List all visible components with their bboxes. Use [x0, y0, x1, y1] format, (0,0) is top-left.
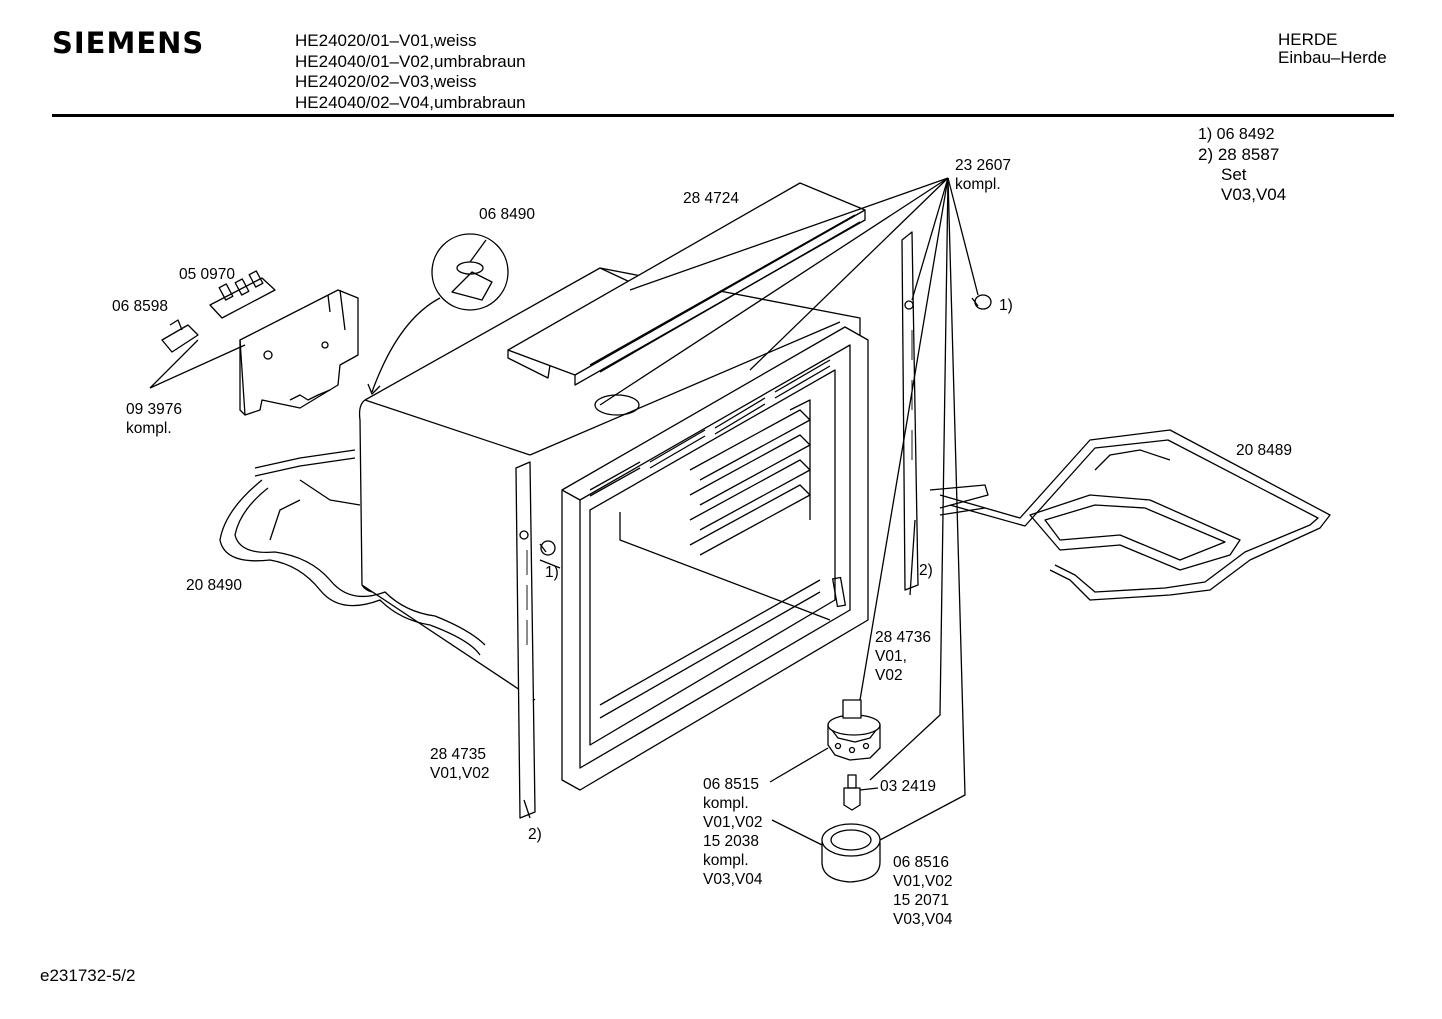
part-variant: V02 [875, 667, 903, 684]
brand-logo: SIEMENS [52, 26, 205, 60]
part-label-068516: 06 8516 V01,V02 15 2071 V03,V04 [893, 853, 952, 929]
part-number: 06 8516 [893, 854, 950, 871]
model-line: HE24040/02–V04,umbrabraun [295, 92, 526, 112]
ref-label-2-left: 2) [528, 826, 542, 843]
part-label-068515: 06 8515 kompl. V01,V02 15 2038 kompl. V0… [703, 775, 762, 889]
model-line: HE24020/01–V01,weiss [295, 31, 477, 50]
part-label-232607: 23 2607 kompl. [955, 156, 1011, 194]
category-title: HERDE [1278, 30, 1338, 49]
footnotes: 1) 06 8492 2) 28 8587 Set V03,V04 [1198, 125, 1286, 205]
ref-label-1-top: 1) [999, 297, 1013, 314]
part-label-093976: 09 3976 kompl. [126, 400, 182, 438]
control-bracket [239, 289, 359, 416]
category-block: HERDE Einbau–Herde [1278, 31, 1387, 67]
model-list: HE24020/01–V01,weiss HE24040/01–V02,umbr… [295, 31, 526, 113]
part-variant: V03,V04 [893, 911, 953, 928]
connector-part [161, 319, 199, 353]
lamp-socket [769, 699, 881, 783]
switch-part [209, 270, 276, 319]
part-label-208490: 20 8490 [186, 577, 243, 594]
part-number: 09 3976 [126, 401, 183, 418]
ref-label-1-left: 1) [545, 564, 559, 581]
screw-left [539, 540, 556, 556]
front-frame [561, 326, 869, 791]
part-label-068490: 06 8490 [479, 206, 536, 223]
screw-top [971, 294, 992, 310]
header-divider [52, 114, 1394, 117]
part-variant: V01,V02 [703, 814, 763, 831]
part-variant: V01, [875, 648, 907, 665]
footnote-1: 1) 06 8492 [1198, 126, 1275, 143]
part-variant: V01,V02 [430, 765, 490, 782]
oven-muffle [358, 267, 861, 701]
drawing-code: e231732-5/2 [40, 966, 136, 985]
part-note: kompl. [126, 420, 172, 437]
footnote-2-variants: V03,V04 [1221, 185, 1287, 204]
part-variant: V03,V04 [703, 871, 763, 888]
footnote-2-set: Set [1221, 165, 1247, 184]
part-note: kompl. [703, 795, 749, 812]
part-number: 15 2071 [893, 892, 950, 909]
rack-guides [689, 399, 811, 556]
part-variant: V01,V02 [893, 873, 953, 890]
part-label-284736: 28 4736 V01, V02 [875, 628, 931, 685]
part-label-032419: 03 2419 [880, 778, 937, 795]
part-number: 28 4735 [430, 746, 487, 763]
part-number: 23 2607 [955, 157, 1012, 174]
part-number: 28 4736 [875, 629, 932, 646]
top-cover-plate [507, 182, 866, 386]
lamp-glass [771, 819, 881, 883]
side-strip-right [901, 231, 919, 591]
lamp-bulb [843, 774, 879, 811]
part-number: 06 8515 [703, 776, 760, 793]
part-note: kompl. [703, 852, 749, 869]
part-label-208489: 20 8489 [1236, 442, 1293, 459]
part-number: 15 2038 [703, 833, 760, 850]
model-line: HE24020/02–V03,weiss [295, 72, 477, 91]
footnote-2: 2) 28 8587 [1198, 145, 1280, 164]
part-label-284735: 28 4735 V01,V02 [430, 745, 489, 783]
part-label-068598: 06 8598 [112, 298, 169, 315]
side-strip-left [515, 461, 536, 819]
upper-heating-element [929, 429, 1331, 601]
category-subtitle: Einbau–Herde [1278, 48, 1387, 67]
thermostat-detail [367, 233, 509, 395]
part-label-050970: 05 0970 [179, 266, 236, 283]
lower-heating-element [219, 449, 486, 656]
leader-lines-232607 [599, 177, 979, 841]
part-note: kompl. [955, 176, 1001, 193]
ref-label-2-right: 2) [919, 562, 933, 579]
part-label-284724: 28 4724 [683, 190, 740, 207]
model-line: HE24040/01–V02,umbrabraun [295, 51, 526, 71]
